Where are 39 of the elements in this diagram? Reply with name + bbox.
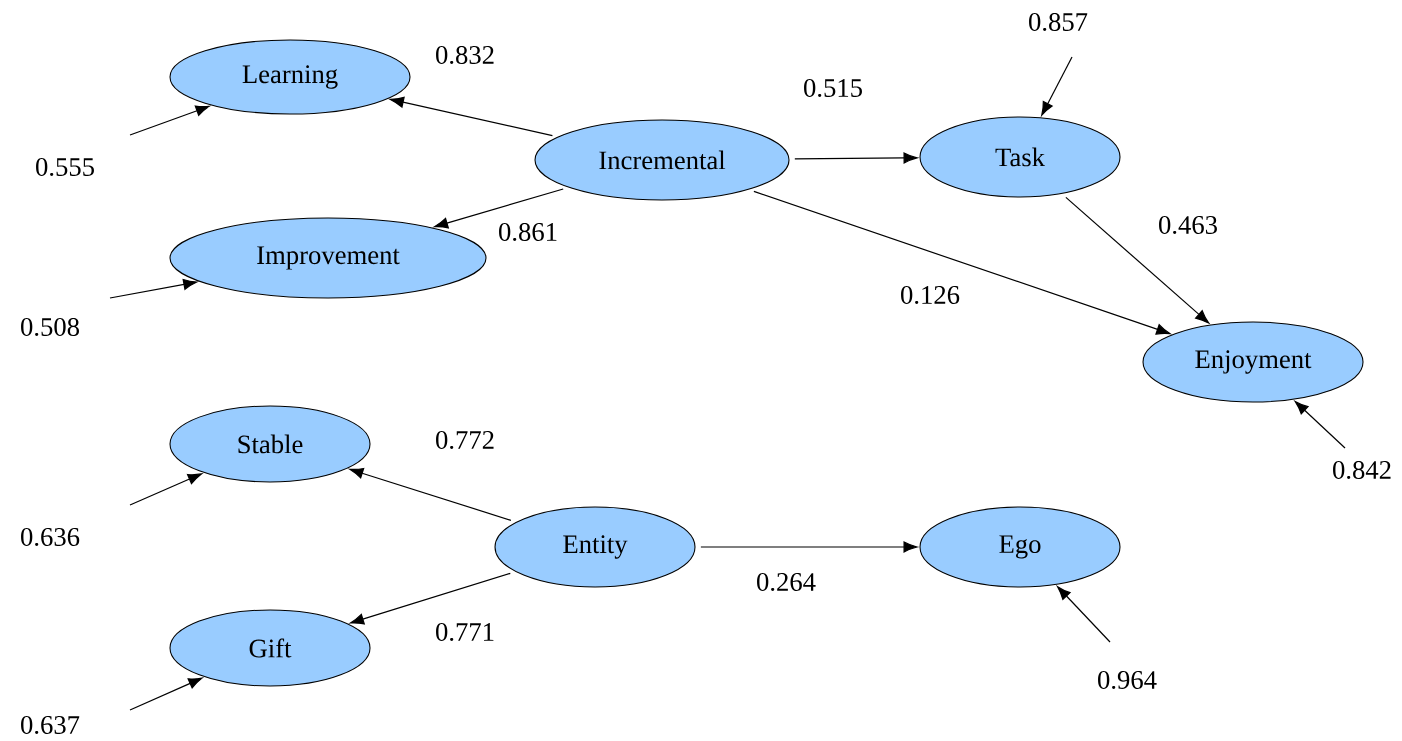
- edge-label: 0.964: [1098, 670, 1157, 690]
- edge-label: 0.515: [804, 78, 862, 98]
- edge-label: 0.555: [36, 157, 94, 177]
- arrow: [129, 473, 202, 506]
- edge-label: 0.772: [436, 430, 494, 450]
- edge-label: 0.636: [21, 527, 80, 547]
- ellipse-node: Task: [919, 116, 1121, 198]
- arrow: [389, 96, 554, 137]
- edge-label: 0.857: [1029, 12, 1088, 32]
- arrow: [700, 541, 918, 553]
- edge-label: 0.126: [901, 285, 960, 305]
- edge-label: 0.861: [499, 222, 557, 242]
- ellipse-node: Enjoyment: [1142, 321, 1364, 403]
- ellipse-node: Learning: [169, 39, 411, 115]
- ellipse-node: Entity: [494, 506, 696, 588]
- edge-label: 0.508: [21, 317, 79, 337]
- ellipse-node: Stable: [169, 405, 371, 483]
- arrow: [1065, 196, 1210, 324]
- ellipse-node: Ego: [919, 506, 1121, 588]
- ellipse-node: Improvement: [169, 217, 487, 299]
- arrow: [1294, 400, 1346, 449]
- arrow: [109, 278, 198, 299]
- edge-label: 0.637: [21, 715, 80, 735]
- arrow: [129, 105, 210, 136]
- ellipse-node: Gift: [169, 609, 371, 687]
- arrow: [349, 572, 511, 625]
- arrow: [1057, 586, 1111, 643]
- edge-label: 0.264: [757, 572, 816, 592]
- arrow: [433, 188, 564, 229]
- edge-label: 0.832: [436, 45, 494, 65]
- edge-label: 0.771: [436, 622, 494, 642]
- edge-label: 0.463: [1159, 215, 1217, 235]
- arrow: [1041, 56, 1073, 116]
- ellipse-node: Incremental: [534, 119, 790, 201]
- edge-label: 0.842: [1333, 460, 1391, 480]
- arrow: [794, 152, 918, 164]
- arrow: [753, 190, 1171, 335]
- arrow: [129, 677, 203, 711]
- arrow: [349, 467, 512, 521]
